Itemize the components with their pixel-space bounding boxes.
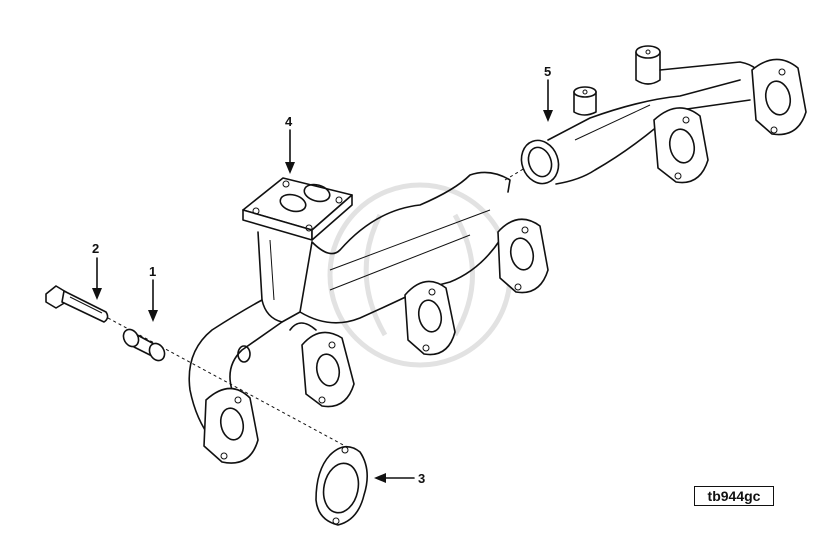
spacer-sleeve-part [122,328,166,362]
exhaust-manifold-front [188,171,549,464]
callout-label-2: 2 [92,241,99,256]
callout-label-5: 5 [544,64,551,79]
callout-label-3: 3 [418,471,425,486]
reference-code-label: tb944gc [694,486,774,506]
exhaust-manifold-rear [520,45,807,185]
gasket-part [315,445,368,526]
callout-arrows [92,79,553,483]
assembly-lines [107,167,526,455]
callout-label-4: 4 [285,114,293,129]
bolt-part [45,285,109,323]
callout-label-1: 1 [149,264,156,279]
